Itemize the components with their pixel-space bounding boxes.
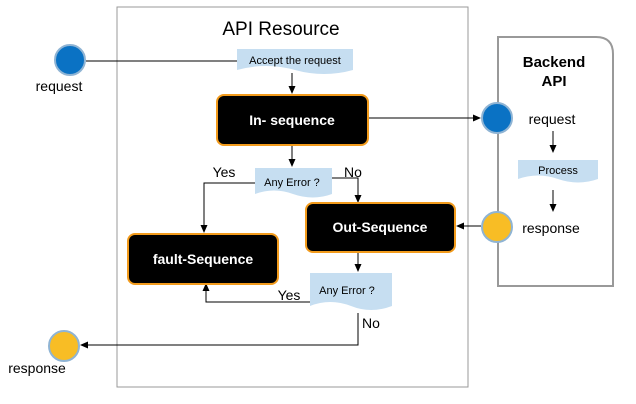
request-node <box>54 44 86 76</box>
api-resource-frame <box>116 6 469 388</box>
backend-process-step <box>518 160 598 183</box>
api-resource-title: API Resource <box>222 19 339 40</box>
response-node <box>48 330 80 362</box>
no-label-2: No <box>362 315 380 331</box>
in-sequence-box <box>216 94 369 146</box>
any-error-1-label: Any Error ? <box>264 177 320 189</box>
backend-response-label: response <box>522 220 580 236</box>
no-label-1: No <box>344 164 362 180</box>
fault-sequence-box <box>127 233 279 285</box>
response-label: response <box>8 360 66 376</box>
any-error-2-step <box>310 273 392 310</box>
accept-request-step <box>237 49 353 74</box>
request-label: request <box>36 78 83 94</box>
fault-sequence-label: fault-Sequence <box>153 251 254 267</box>
backend-api-title-line2: API <box>541 73 566 90</box>
any-error-2-label: Any Error ? <box>319 285 375 297</box>
error2-yes-to-fault-arrow <box>202 283 310 303</box>
backend-response-node <box>481 211 513 243</box>
error1-yes-to-fault-arrow <box>200 182 255 233</box>
yes-label-2: Yes <box>278 287 301 303</box>
out-sequence-box <box>305 202 456 253</box>
error2-no-to-response-arrow <box>80 313 359 349</box>
yes-label-1: Yes <box>213 164 236 180</box>
out-sequence-label: Out-Sequence <box>333 219 428 235</box>
accept-request-label: Accept the request <box>249 55 341 67</box>
backend-process-label: Process <box>538 165 578 177</box>
backend-request-node <box>481 102 513 134</box>
any-error-1-step <box>255 168 332 198</box>
backend-request-label: request <box>529 111 576 127</box>
in-sequence-label: In- sequence <box>249 112 335 128</box>
backend-api-title-line1: Backend <box>523 54 586 71</box>
error1-no-to-out-arrow <box>332 177 362 203</box>
